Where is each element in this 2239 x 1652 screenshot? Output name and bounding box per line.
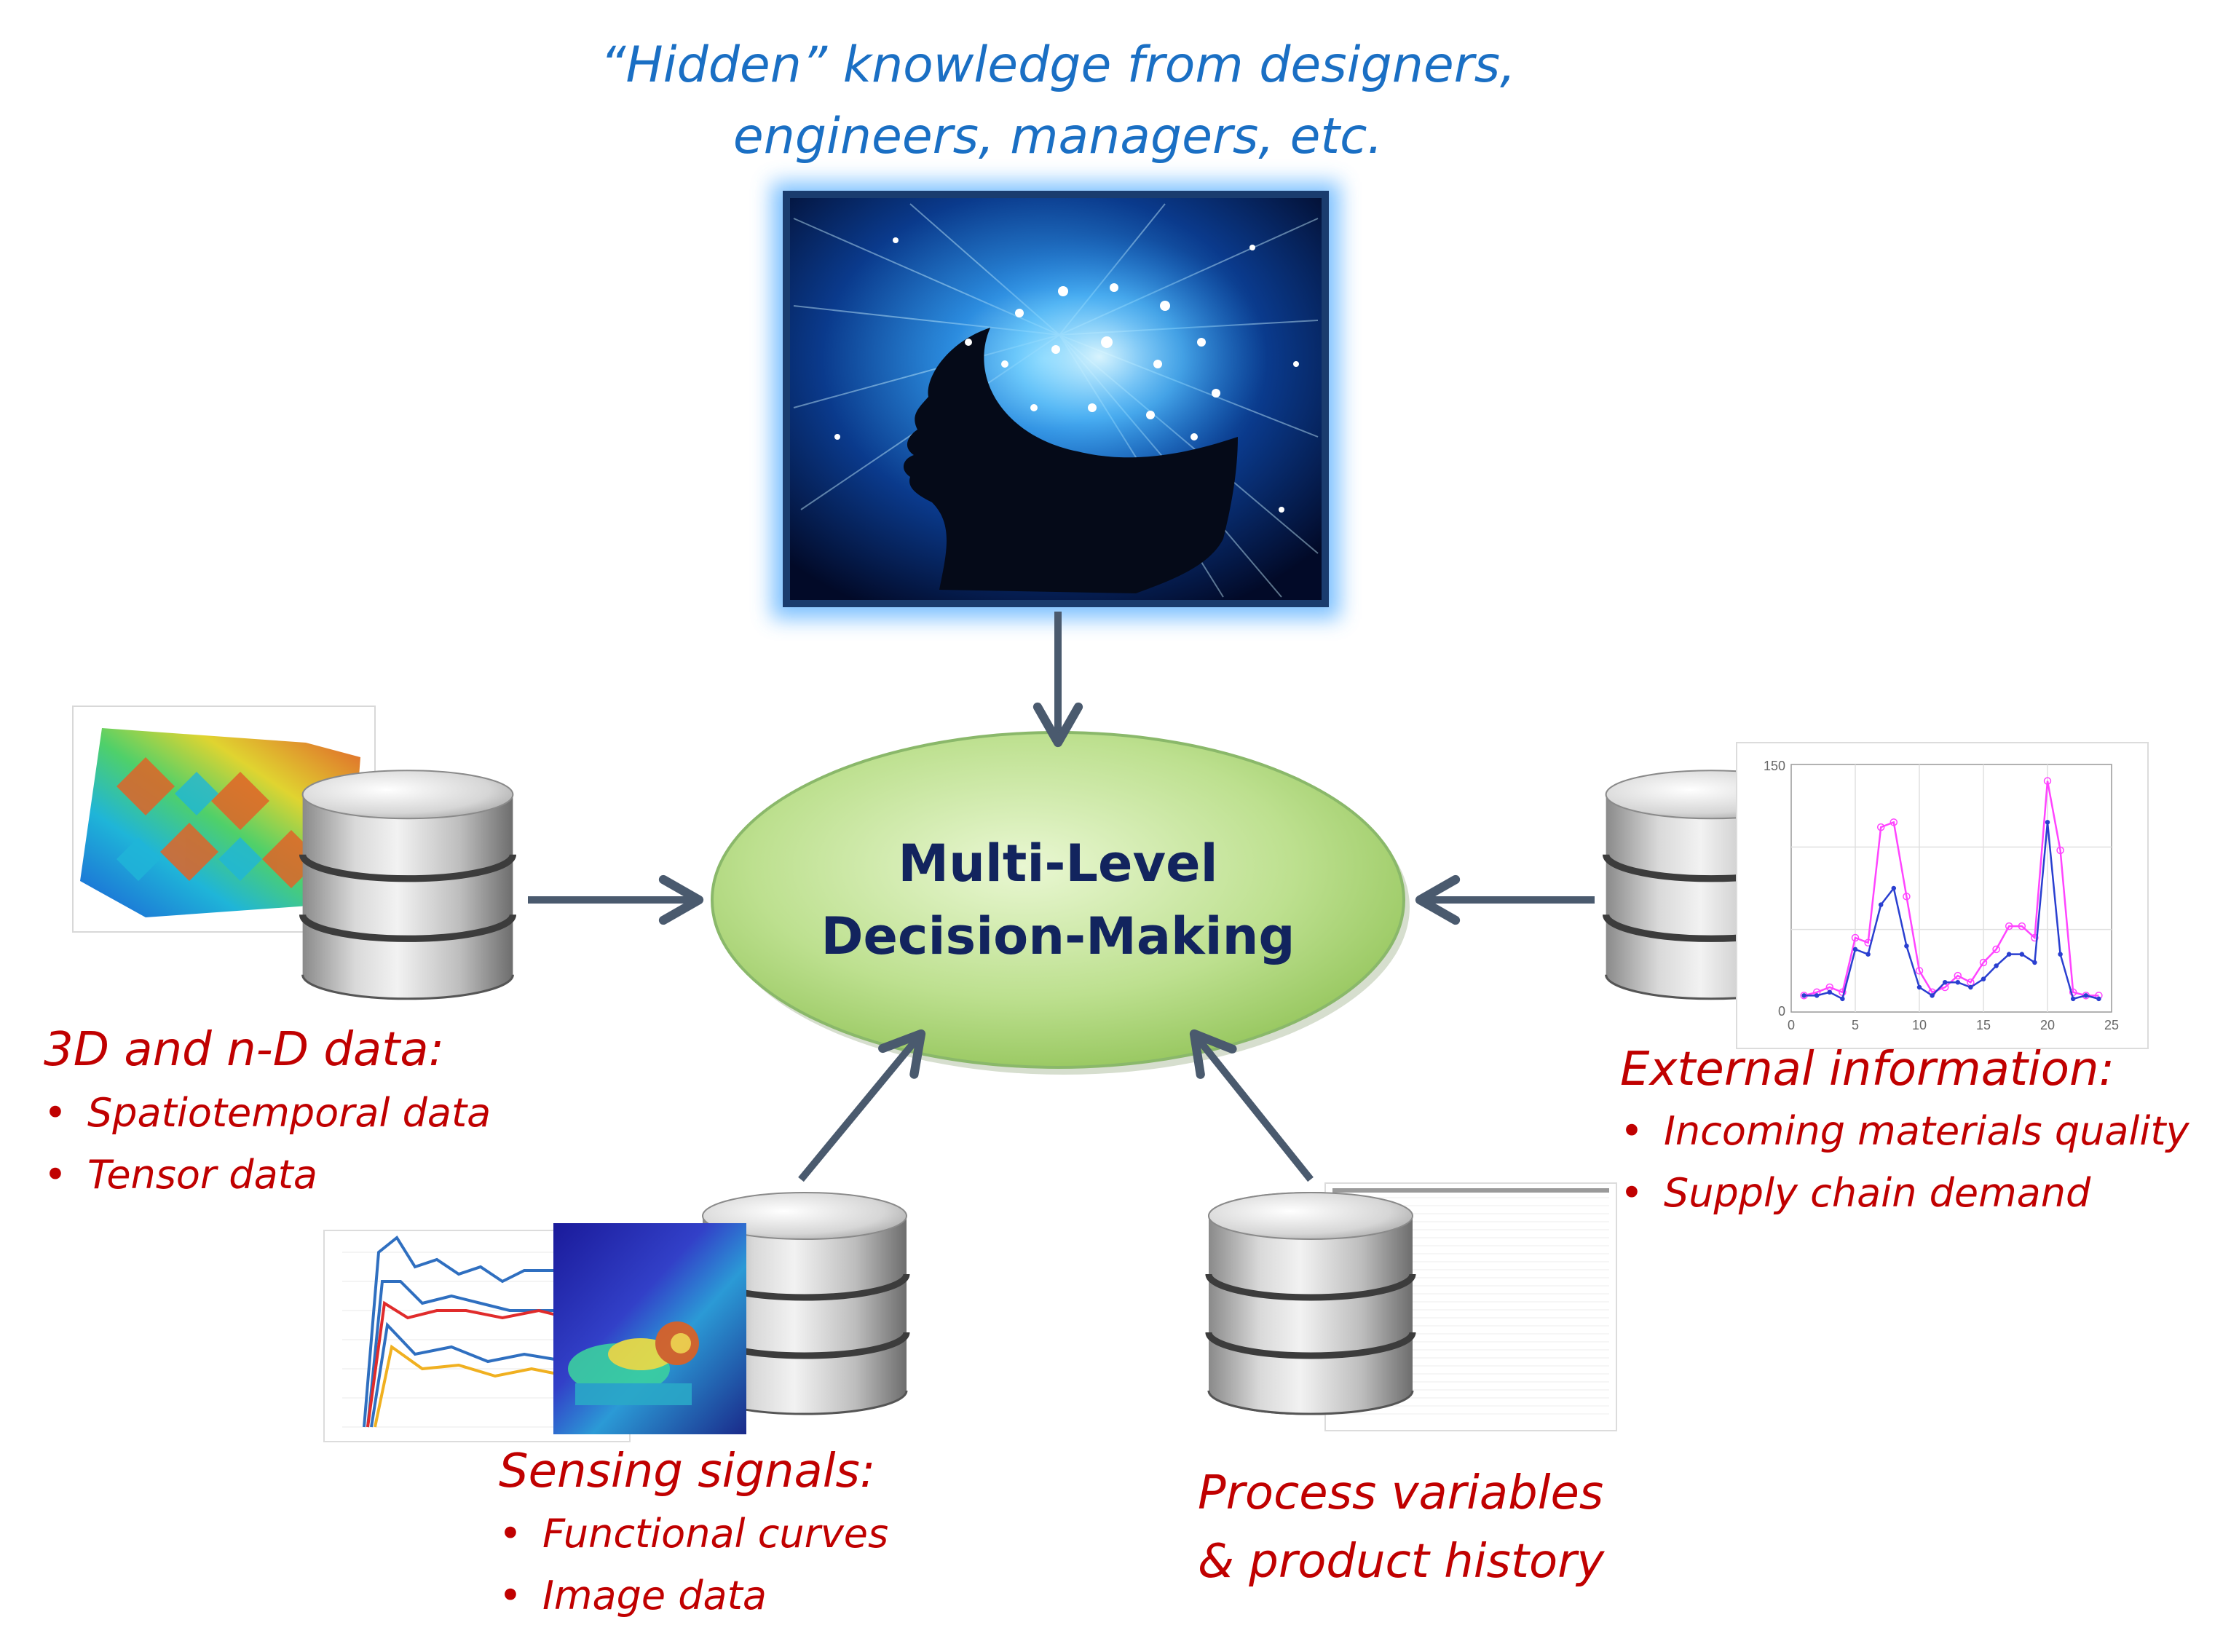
chart-point bbox=[1903, 893, 1911, 901]
arrow-bottom-right bbox=[1189, 1029, 1314, 1182]
sensing-bullet-1: Functional curves bbox=[542, 1511, 888, 1557]
right-bullet-1: Incoming materials quality bbox=[1664, 1108, 2190, 1154]
chart-point bbox=[2043, 777, 2052, 785]
chart-point bbox=[1954, 971, 1962, 980]
sensing-bullet-2: Image data bbox=[542, 1573, 767, 1619]
chart-point bbox=[1814, 993, 1820, 998]
hidden-knowledge-line1: “Hidden” knowledge from designers, bbox=[600, 36, 1515, 94]
right-text-block: External information: • Incoming materia… bbox=[1620, 1043, 2190, 1216]
right-bullet-2: Supply chain demand bbox=[1664, 1170, 2091, 1216]
chart-point bbox=[1979, 958, 1988, 967]
chart-point bbox=[1930, 993, 1935, 998]
left-bullet-2-dot: • bbox=[44, 1152, 67, 1198]
left-bullet-1: Spatiotemporal data bbox=[87, 1090, 491, 1136]
right-heading: External information: bbox=[1620, 1043, 2114, 1096]
chart-point bbox=[1915, 967, 1924, 975]
arrow-bottom-left bbox=[798, 1029, 926, 1182]
hidden-knowledge-line2: engineers, managers, etc. bbox=[733, 108, 1383, 165]
chart-point bbox=[1852, 946, 1858, 952]
chart-point bbox=[1876, 823, 1885, 831]
sensing-heading: Sensing signals: bbox=[499, 1444, 875, 1498]
chart-x-tick: 5 bbox=[1852, 1018, 1859, 1032]
decision-making-line2: Decision-Making bbox=[821, 906, 1295, 966]
chart-series-line-2 bbox=[1804, 822, 2099, 1000]
chart-point bbox=[2056, 846, 2064, 855]
chart-x-tick: 15 bbox=[1976, 1018, 1991, 1032]
bottom-right-text-block: Process variables & product history bbox=[1198, 1466, 1605, 1589]
chart-point bbox=[1878, 902, 1884, 907]
chart-x-tick: 25 bbox=[2104, 1018, 2119, 1032]
chart-point bbox=[1916, 984, 1922, 990]
chart-point bbox=[1904, 944, 1909, 949]
chart-point bbox=[2083, 993, 2089, 998]
chart-point bbox=[1981, 976, 1986, 981]
bottom-left-text-block: Sensing signals: • Functional curves • I… bbox=[499, 1444, 888, 1619]
chart-point bbox=[2006, 952, 2012, 957]
process-line2: & product history bbox=[1198, 1535, 1605, 1589]
chart-point bbox=[2019, 952, 2025, 957]
database-icon-left bbox=[303, 770, 513, 999]
chart-point bbox=[1840, 996, 1845, 1002]
chart-point bbox=[2032, 960, 2037, 965]
chart-point bbox=[1865, 952, 1871, 957]
left-text-block: 3D and n-D data: • Spatiotemporal data •… bbox=[44, 1023, 491, 1198]
chart-point bbox=[2031, 933, 2039, 942]
chart-point bbox=[2018, 922, 2026, 930]
left-bullet-1-dot: • bbox=[44, 1090, 67, 1136]
decision-making-line1: Multi-Level bbox=[898, 834, 1217, 893]
chart-point bbox=[1968, 984, 1973, 990]
process-line1: Process variables bbox=[1198, 1466, 1603, 1520]
chart-point bbox=[2005, 922, 2013, 930]
chart-point bbox=[1955, 979, 1961, 985]
chart-point bbox=[1801, 993, 1806, 998]
left-heading: 3D and n-D data: bbox=[44, 1023, 444, 1077]
chart-point bbox=[1994, 963, 1999, 968]
chart-point bbox=[1992, 945, 2000, 954]
chart-point bbox=[2058, 952, 2063, 957]
sensing-bullet-2-dot: • bbox=[499, 1573, 522, 1619]
external-info-chart: 0 5 10 15 20 25 150 0 bbox=[1736, 742, 2149, 1049]
chart-point bbox=[1891, 885, 1897, 891]
sensing-bullet-1-dot: • bbox=[499, 1511, 522, 1557]
chart-x-tick: 10 bbox=[1912, 1018, 1927, 1032]
chart-point bbox=[1889, 818, 1898, 826]
chart-point bbox=[1851, 933, 1860, 942]
right-bullet-2-dot: • bbox=[1620, 1170, 1643, 1216]
y-tick-min: 0 bbox=[1778, 1004, 1785, 1019]
chart-x-tick: 0 bbox=[1788, 1018, 1795, 1032]
chart-point bbox=[2069, 988, 2077, 997]
brain-image bbox=[772, 182, 1340, 619]
left-bullet-2: Tensor data bbox=[87, 1152, 317, 1198]
decision-making-node: Multi-Level Decision-Making bbox=[711, 731, 1410, 1075]
chart-point bbox=[1942, 979, 1948, 985]
chart-point bbox=[2045, 820, 2050, 825]
chart-point bbox=[1827, 989, 1833, 995]
right-bullet-1-dot: • bbox=[1620, 1108, 1643, 1154]
chart-point bbox=[2096, 996, 2101, 1002]
y-tick-max: 150 bbox=[1764, 759, 1785, 773]
chart-point bbox=[2070, 996, 2076, 1002]
chart-x-tick: 20 bbox=[2040, 1018, 2055, 1032]
functional-curves-image bbox=[323, 1223, 746, 1442]
